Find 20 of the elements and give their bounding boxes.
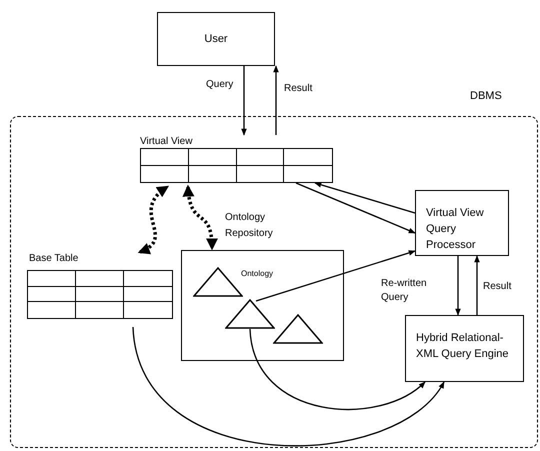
ontology-label: Ontology bbox=[241, 268, 274, 280]
arrow bbox=[455, 256, 461, 316]
region-title: DBMS bbox=[470, 90, 502, 103]
process-box: User bbox=[157, 12, 275, 66]
arrow bbox=[182, 184, 218, 250]
arrow bbox=[132, 326, 445, 446]
arrow bbox=[249, 328, 426, 410]
arrow bbox=[296, 182, 416, 234]
arrow bbox=[138, 186, 169, 254]
edge-label: Query bbox=[206, 78, 234, 92]
table-title: Virtual View bbox=[140, 135, 192, 148]
arrow bbox=[241, 66, 247, 136]
arrow bbox=[273, 65, 279, 135]
arrow bbox=[474, 255, 480, 315]
process-box: Virtual View Query Processor bbox=[415, 190, 509, 256]
arrow bbox=[256, 250, 416, 302]
process-box: Hybrid Relational-XML Query Engine bbox=[405, 315, 524, 382]
arrow bbox=[314, 182, 416, 214]
repository-title: Ontology Repository bbox=[225, 211, 274, 241]
table-title: Base Table bbox=[29, 252, 78, 265]
